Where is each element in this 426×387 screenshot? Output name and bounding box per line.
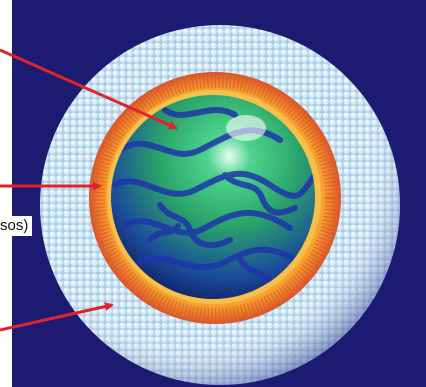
- core-highlight: [226, 115, 266, 141]
- label-fragment: sos): [0, 216, 32, 236]
